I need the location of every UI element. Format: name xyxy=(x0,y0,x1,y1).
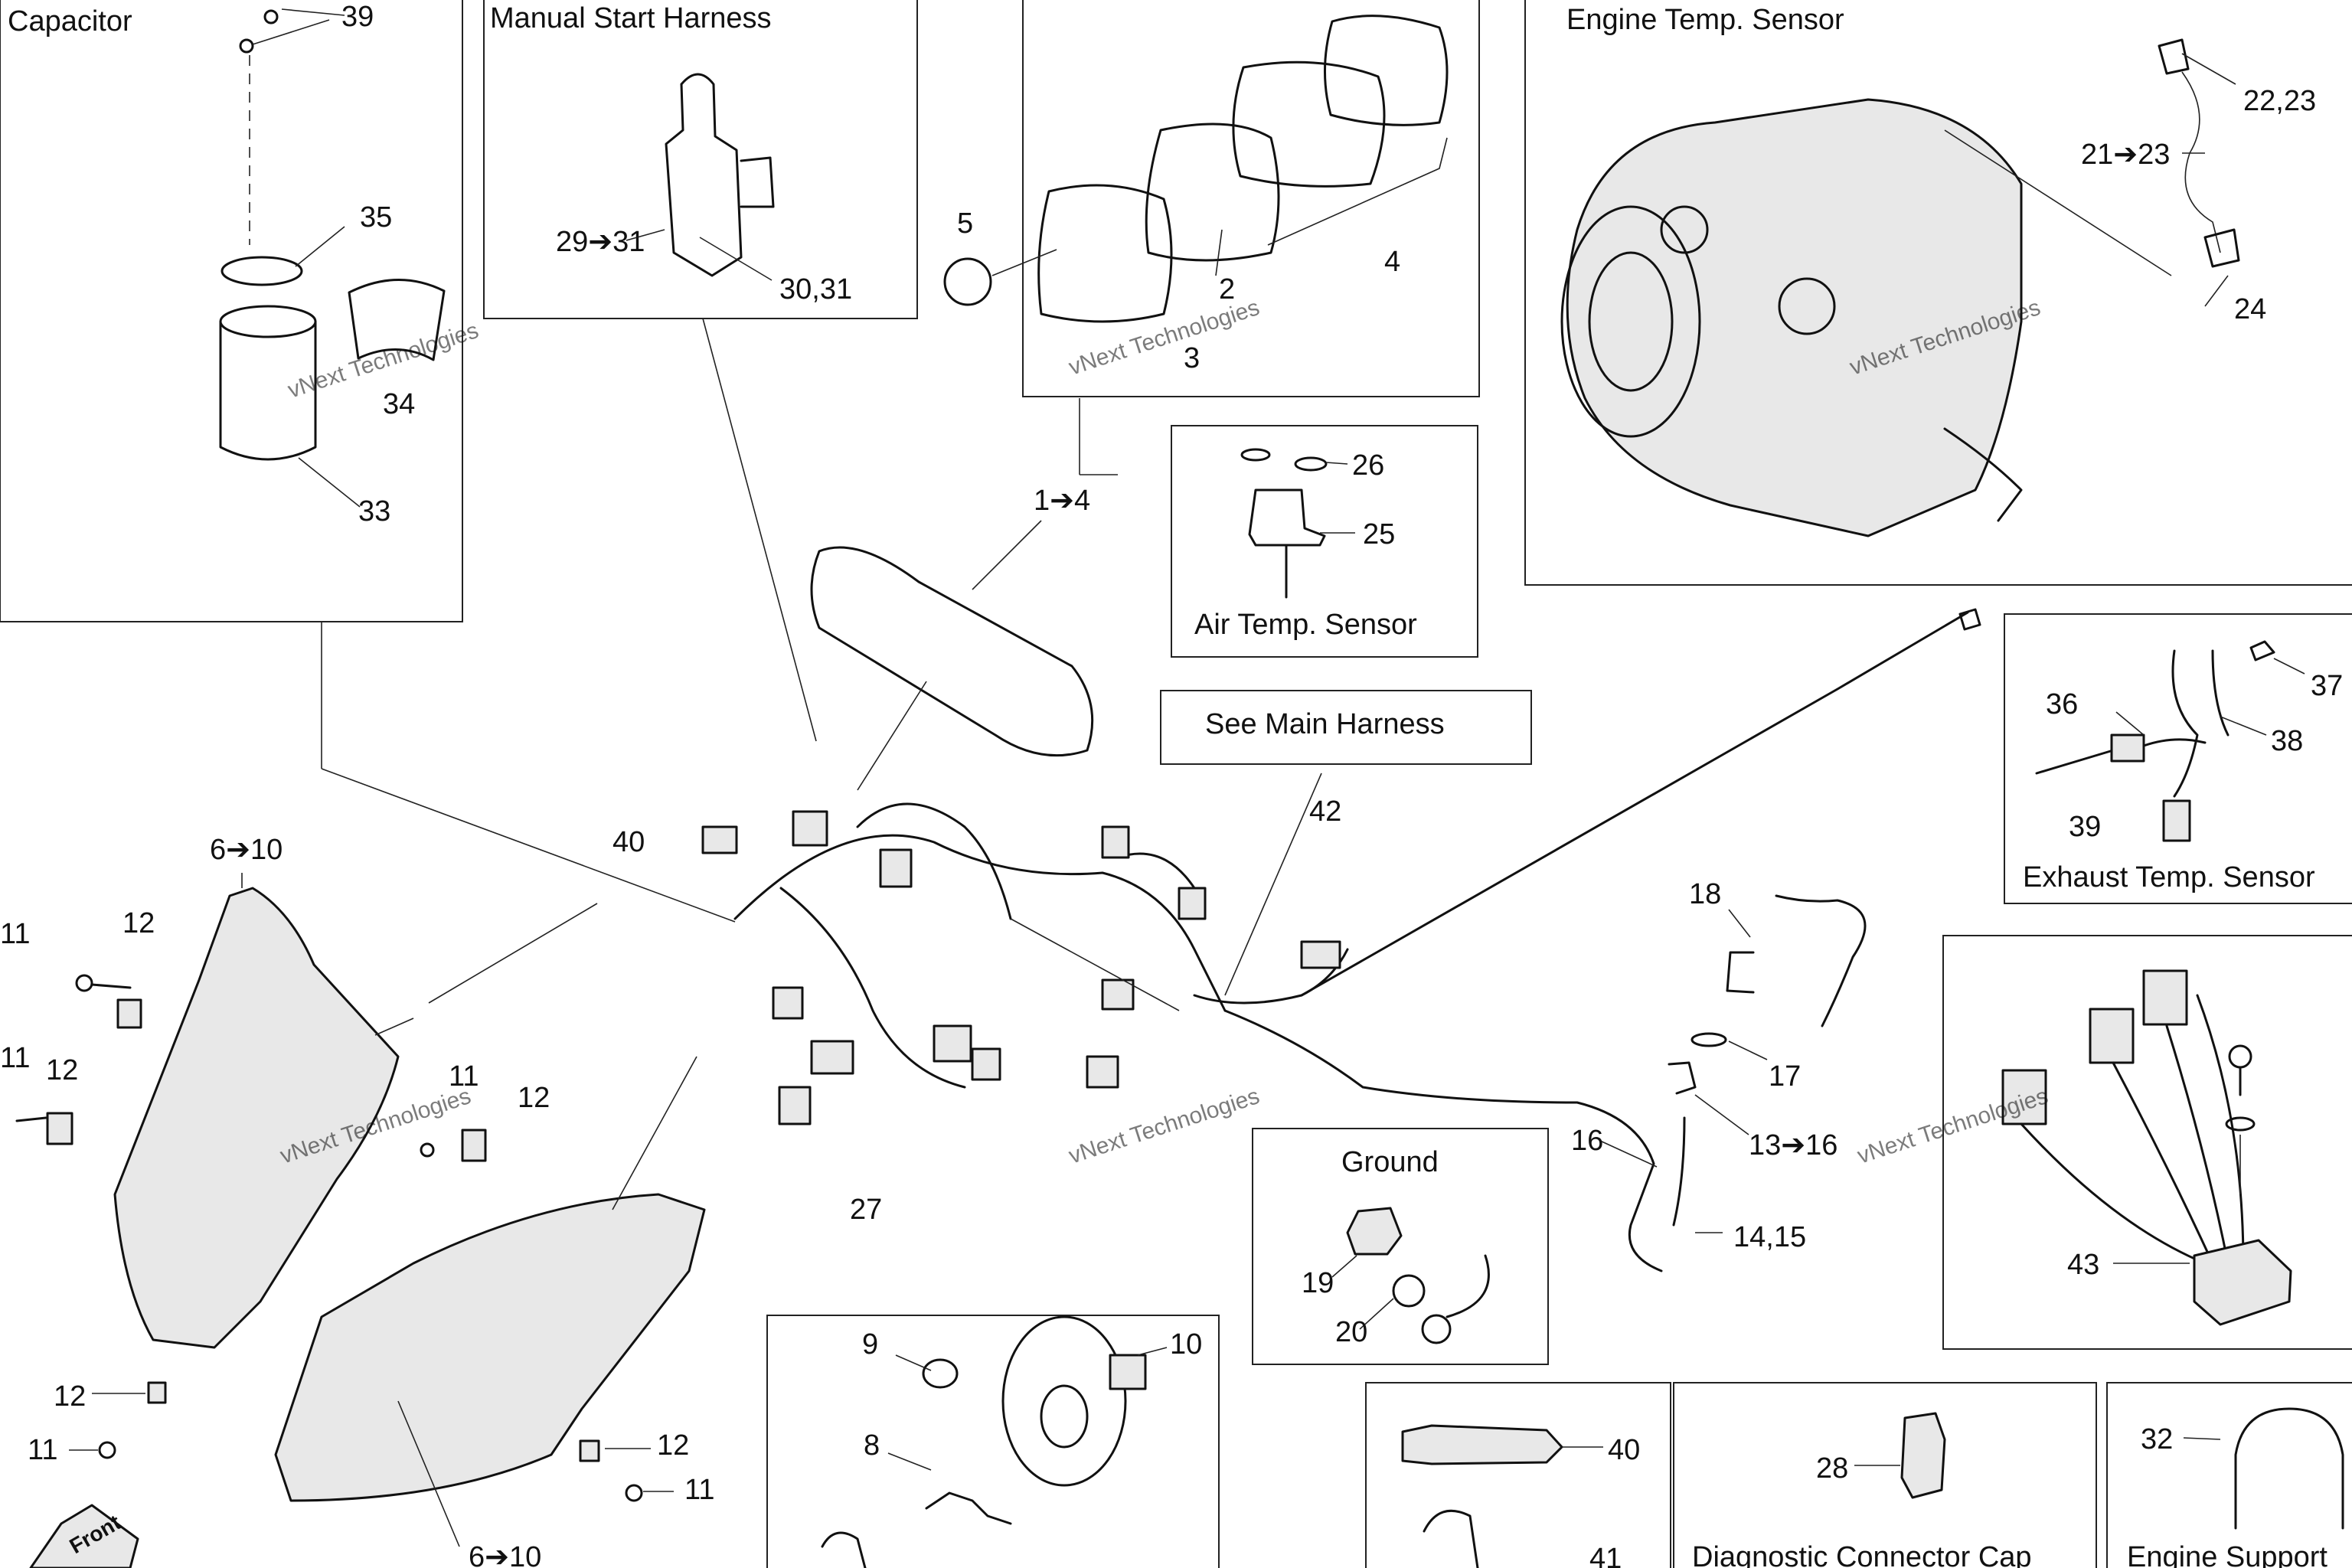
gauge-cluster-panel xyxy=(1022,0,1480,397)
callout-39: 39 xyxy=(341,1,374,33)
see-main-harness-label: See Main Harness xyxy=(1205,708,1445,740)
callout-4: 4 xyxy=(1384,246,1400,278)
callout-39-exhaust: 39 xyxy=(2069,811,2101,843)
callout-5: 5 xyxy=(957,207,973,240)
see-main-harness-box xyxy=(1160,690,1532,765)
callout-41: 41 xyxy=(1589,1543,1622,1568)
headlight-bulb-panel xyxy=(766,1315,1220,1568)
callout-19: 19 xyxy=(1302,1267,1334,1299)
manual-start-harness-connector xyxy=(626,73,775,281)
engine-temp-sensor-title: Engine Temp. Sensor xyxy=(1566,4,1844,36)
callout-32: 32 xyxy=(2141,1423,2173,1455)
engine-support-panel xyxy=(2106,1382,2352,1568)
callout-24: 24 xyxy=(2234,293,2266,325)
dashboard-housing xyxy=(810,546,1094,757)
callout-17: 17 xyxy=(1769,1060,1801,1093)
callout-37: 37 xyxy=(2311,670,2343,702)
gauge-cluster-exploded xyxy=(943,15,1449,475)
engine-support-title: Engine Support xyxy=(2127,1541,2328,1568)
callout-8: 8 xyxy=(864,1429,880,1462)
callout-6-10-bottom: 6➔10 xyxy=(469,1541,541,1568)
diagnostic-connector-cap-panel xyxy=(1673,1382,2097,1568)
callout-40: 40 xyxy=(612,826,645,858)
manual-start-harness-title: Manual Start Harness xyxy=(490,2,772,34)
watermark-text: vNext Technologies xyxy=(1066,1083,1263,1169)
callout-33: 33 xyxy=(358,495,390,528)
manual-start-harness-panel xyxy=(483,0,918,319)
callout-9: 9 xyxy=(862,1328,878,1361)
capacitor-assembly xyxy=(219,8,446,508)
callout-40-tube: 40 xyxy=(1608,1434,1640,1466)
callout-42: 42 xyxy=(1309,795,1341,828)
ground-hardware xyxy=(1331,1207,1490,1344)
callout-12-d: 12 xyxy=(54,1380,86,1413)
voltage-regulator-part xyxy=(2001,969,2292,1326)
engine-support-strap xyxy=(2183,1407,2344,1530)
tether-cord xyxy=(1599,894,1867,1233)
callout-14-15: 14,15 xyxy=(1733,1221,1806,1253)
callout-11-c: 11 xyxy=(449,1060,479,1093)
dashboard-leader xyxy=(857,681,927,791)
callout-12-e: 12 xyxy=(657,1429,689,1462)
watermark-text: vNext Technologies xyxy=(1854,1083,2051,1169)
callout-27: 27 xyxy=(850,1194,882,1226)
callout-6-10-top: 6➔10 xyxy=(210,834,283,866)
exhaust-temp-sensor-panel xyxy=(2004,613,2352,904)
callout-1-4: 1➔4 xyxy=(1034,485,1090,517)
manual-start-leader xyxy=(702,318,817,742)
main-wiring-harness xyxy=(701,608,1981,1272)
callout-35: 35 xyxy=(360,201,392,234)
callout-36: 36 xyxy=(2046,688,2078,720)
callout-22-23: 22,23 xyxy=(2243,85,2316,117)
grease-panel xyxy=(1365,1382,1671,1568)
callout-21-23: 21➔23 xyxy=(2081,139,2170,171)
callout-30-31: 30,31 xyxy=(779,273,852,305)
callout-43: 43 xyxy=(2067,1249,2099,1281)
callout-13-16: 13➔16 xyxy=(1749,1129,1838,1161)
capacitor-leader-2 xyxy=(321,768,736,923)
exhaust-temp-sensor-title: Exhaust Temp. Sensor xyxy=(2023,861,2315,893)
diagnostic-connector-cap-part xyxy=(1854,1412,1946,1499)
exhaust-temp-sensor-part xyxy=(2035,640,2305,842)
callout-26: 26 xyxy=(1352,449,1384,482)
callout-11-e: 11 xyxy=(684,1474,714,1506)
headlight-housing xyxy=(15,873,706,1547)
grease-tube xyxy=(1401,1424,1603,1568)
front-direction-badge: Front xyxy=(29,1504,139,1568)
callout-12-b: 12 xyxy=(46,1054,78,1086)
gauge-leader xyxy=(972,520,1042,590)
callout-12-a: 12 xyxy=(122,907,155,939)
callout-20: 20 xyxy=(1335,1316,1367,1348)
callout-25: 25 xyxy=(1363,518,1395,550)
capacitor-title: Capacitor xyxy=(8,5,132,38)
air-temp-sensor-part xyxy=(1240,448,1355,599)
callout-3: 3 xyxy=(1184,342,1200,374)
callout-28: 28 xyxy=(1816,1452,1848,1485)
callout-18: 18 xyxy=(1689,878,1721,910)
engine-temp-sensor-panel xyxy=(1524,0,2352,586)
main-harness-leader xyxy=(1224,773,1322,996)
ground-title: Ground xyxy=(1341,1146,1439,1178)
callout-12-c: 12 xyxy=(518,1082,550,1114)
air-temp-sensor-panel xyxy=(1171,425,1478,658)
callout-29-31: 29➔31 xyxy=(556,226,645,258)
callout-34: 34 xyxy=(383,388,415,420)
voltage-regulator-panel xyxy=(1942,935,2352,1350)
callout-11-d: 11 xyxy=(28,1434,57,1466)
headlight-bulb-parts xyxy=(821,1315,1168,1568)
callout-10: 10 xyxy=(1170,1328,1202,1361)
callout-2: 2 xyxy=(1219,273,1235,305)
engine-block xyxy=(1560,38,2240,537)
harness-branch xyxy=(1010,918,1180,1011)
capacitor-panel xyxy=(0,0,463,622)
air-temp-sensor-title: Air Temp. Sensor xyxy=(1194,609,1417,641)
callout-11-b: 11 xyxy=(0,1042,30,1074)
ground-panel xyxy=(1252,1128,1549,1365)
callout-11-a: 11 xyxy=(0,918,30,950)
diagnostic-connector-cap-title: Diagnostic Connector Cap xyxy=(1692,1541,2032,1568)
callout-16: 16 xyxy=(1571,1125,1603,1157)
callout-38: 38 xyxy=(2271,725,2303,757)
